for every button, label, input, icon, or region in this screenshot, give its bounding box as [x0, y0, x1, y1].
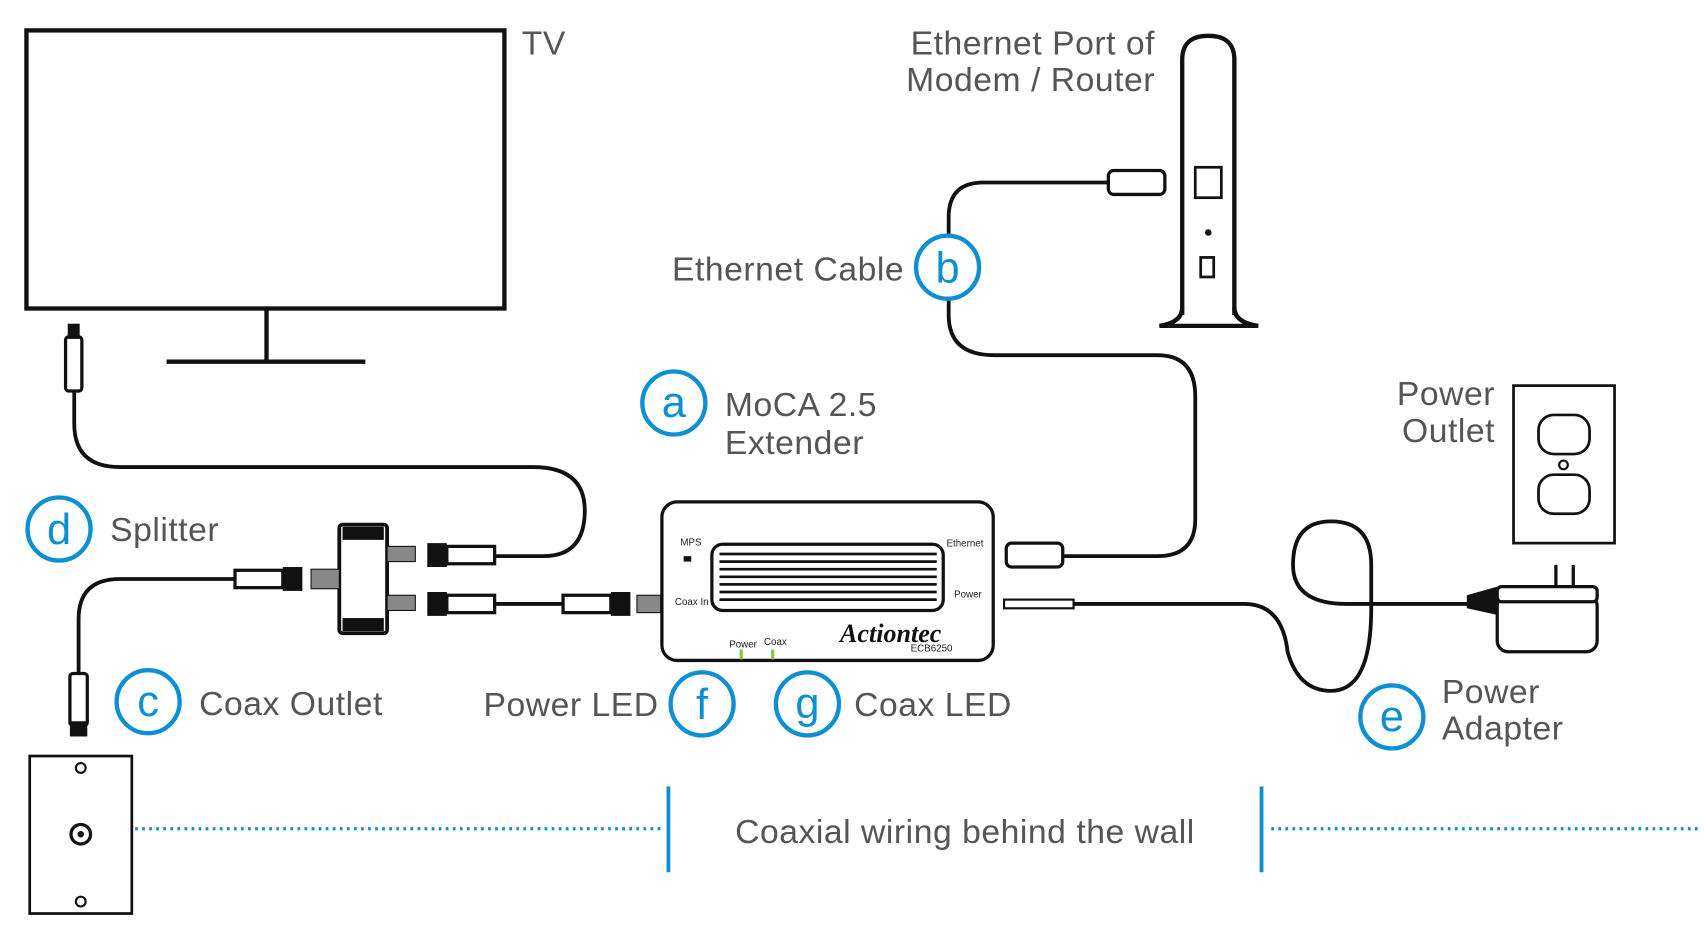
tv	[24, 28, 507, 364]
wall-wiring-indicator	[135, 786, 1702, 873]
badge-c: c	[114, 668, 182, 736]
power-port-label: Power	[954, 589, 982, 600]
badge-b: b	[913, 233, 982, 301]
coax-led-callout: Coax LED	[854, 687, 1012, 724]
wall-wiring-label: Coaxial wiring behind the wall	[735, 814, 1195, 851]
modem-router	[1159, 33, 1259, 329]
badge-f: f	[668, 670, 736, 738]
badge-g: g	[773, 670, 842, 738]
adapter-label-line2: Adapter	[1442, 711, 1564, 748]
adapter-label-line1: Power	[1442, 674, 1540, 711]
tv-coax-cable	[63, 323, 587, 559]
ethernet-cable	[946, 168, 1198, 569]
mps-button	[683, 556, 692, 562]
modem-label-line1: Ethernet Port of	[911, 25, 1156, 62]
extender-label-line1: MoCA 2.5	[725, 387, 877, 424]
outlet-coax-cable	[76, 577, 236, 676]
outlet-label-line2: Outlet	[1402, 413, 1495, 450]
svg-text:a: a	[662, 379, 687, 427]
splitter	[233, 522, 497, 636]
actiontec-logo: Actiontec	[838, 619, 942, 648]
power-outlet	[1512, 384, 1616, 545]
svg-text:e: e	[1380, 693, 1404, 741]
badge-d: d	[25, 495, 93, 563]
badge-e: e	[1358, 683, 1426, 751]
outlet-label-line1: Power	[1397, 376, 1495, 413]
coax-wall-outlet	[28, 754, 134, 915]
svg-text:f: f	[696, 681, 709, 729]
svg-text:g: g	[795, 680, 819, 728]
mps-label: MPS	[680, 537, 702, 548]
svg-text:d: d	[47, 506, 71, 554]
power-led-callout: Power LED	[484, 687, 659, 724]
power-cable	[1002, 519, 1476, 693]
splitter-label: Splitter	[110, 512, 219, 549]
coax-outlet-label: Coax Outlet	[199, 686, 383, 723]
modem-label-line2: Modem / Router	[906, 62, 1155, 99]
tv-label: TV	[522, 25, 566, 62]
model-number: ECB6250	[911, 644, 953, 655]
ethernet-port-label: Ethernet	[947, 538, 984, 549]
ethernet-cable-label: Ethernet Cable	[672, 251, 904, 288]
badge-a: a	[640, 369, 708, 437]
power-adapter	[1466, 564, 1599, 654]
coax-led-label: Coax	[764, 637, 787, 648]
moca-extender: MPS Ethernet Coax In Power Power Coax Ac…	[660, 500, 995, 663]
extender-label-line2: Extender	[725, 425, 864, 462]
coax-in-label: Coax In	[675, 597, 709, 608]
svg-text:b: b	[936, 244, 960, 292]
power-led-label: Power	[729, 639, 757, 650]
svg-text:c: c	[137, 678, 159, 726]
